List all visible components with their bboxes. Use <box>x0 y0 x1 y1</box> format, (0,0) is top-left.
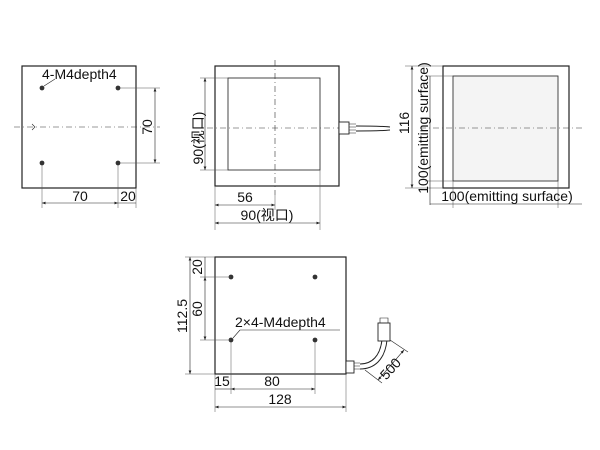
hole-note-leader <box>43 78 56 87</box>
bottom-dim-left-offset: 15 <box>214 373 230 389</box>
right-view: 116 100(emitting surface) 100(emitting s… <box>396 62 585 208</box>
cable-gland-ribs <box>354 362 360 370</box>
mounting-hole <box>115 160 121 166</box>
bottom-dim-total-height: 112.5 <box>174 299 190 333</box>
cable-dim-ext <box>389 339 409 353</box>
right-dim-width-emitting: 100(emitting surface) <box>441 188 573 204</box>
front-view: 4-M4depth4 70 70 20 <box>14 65 160 208</box>
mounting-hole <box>312 274 318 280</box>
right-dim-height: 116 <box>396 112 412 135</box>
side-dim-width-inner: 56 <box>237 189 253 205</box>
mounting-hole <box>115 85 121 91</box>
mounting-hole <box>39 85 45 91</box>
cable <box>355 129 391 132</box>
bottom-hole-note: 2×4-M4depth4 <box>235 314 326 330</box>
cable-dim-ext <box>364 369 383 384</box>
cable-gland <box>338 121 350 135</box>
bottom-dim-total-width: 128 <box>268 391 292 407</box>
cable-connector <box>377 322 391 342</box>
cable <box>359 339 383 365</box>
hole-note-leader <box>232 329 241 339</box>
side-dim-height-window: 90(视口) <box>190 112 206 165</box>
side-view: 90(视口) 56 90(视口) <box>190 60 391 230</box>
bottom-dim-hole-spacing-v: 60 <box>189 301 205 317</box>
front-dim-edge: 20 <box>120 188 136 204</box>
bottom-dim-hole-spacing-h: 80 <box>264 373 280 389</box>
emitting-surface <box>452 75 559 182</box>
cable-connector-tip <box>379 317 389 323</box>
cable-exit-mark <box>31 123 36 131</box>
side-dim-width-window: 90(视口) <box>241 207 294 223</box>
side-view-window <box>227 77 321 171</box>
cable-gland-ribs <box>349 123 356 134</box>
front-dim-vertical: 70 <box>139 119 155 135</box>
bottom-view: 2×4-M4depth4 500 20 60 112.5 15 80 12 <box>174 256 409 412</box>
cable <box>355 125 391 128</box>
right-view-outline <box>442 65 570 189</box>
dim-line-500 <box>377 349 405 381</box>
bottom-dim-top-offset: 20 <box>189 259 205 275</box>
front-dim-horizontal: 70 <box>72 188 88 204</box>
bottom-view-outline <box>214 256 347 375</box>
right-dim-height-emitting: 100(emitting surface) <box>415 62 431 194</box>
mounting-hole <box>39 160 45 166</box>
mounting-hole <box>312 337 318 343</box>
cable-gland <box>345 360 355 374</box>
front-hole-note: 4-M4depth4 <box>42 66 117 82</box>
